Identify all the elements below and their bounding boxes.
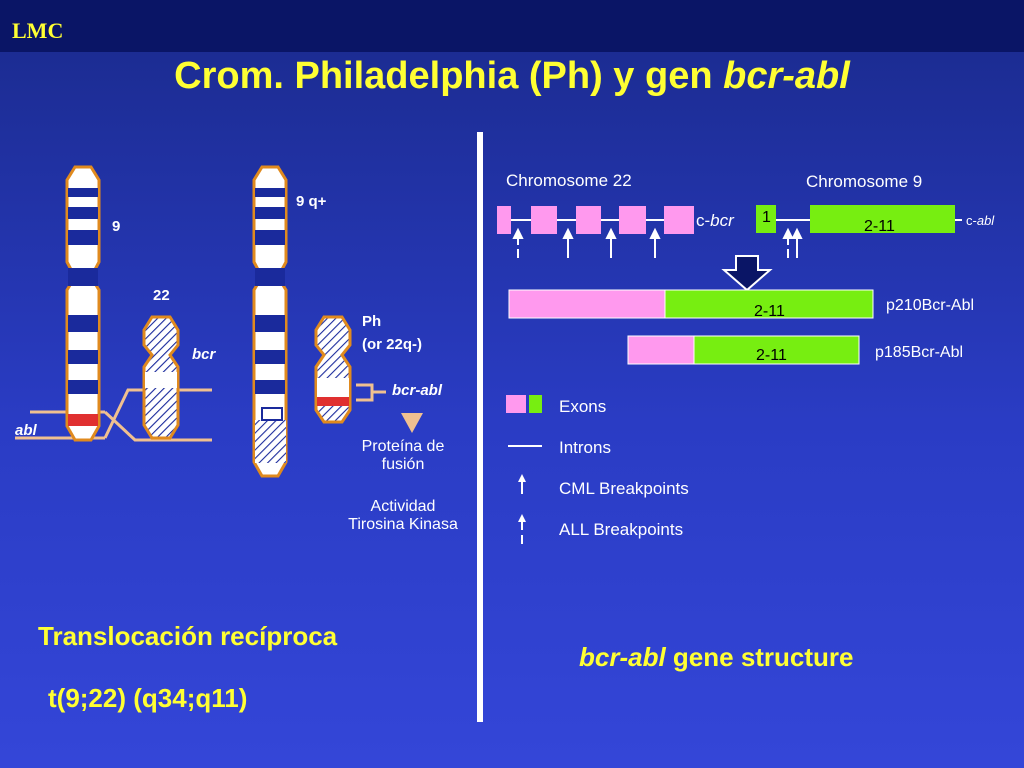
- label-ph-sub: (or 22q-): [362, 336, 422, 353]
- chromosome-9: [65, 165, 101, 442]
- section-divider: [477, 132, 483, 722]
- chromosome-22: [142, 315, 180, 440]
- label-bcr: bcr: [192, 346, 216, 363]
- legend-graphics: [506, 395, 542, 544]
- label-chr9: 9: [112, 218, 121, 235]
- p210-exons-label: 2-11: [754, 303, 785, 320]
- label-chromosome-22: Chromosome 22: [506, 171, 632, 190]
- translocation-formula: t(9;22) (q34;q11): [48, 683, 248, 713]
- exons-2-11-label: 2-11: [864, 218, 895, 235]
- transcription-arrow: [721, 255, 773, 292]
- page-title: Crom. Philadelphia (Ph) y gen bcr-abl: [174, 55, 850, 97]
- p185-transcript: [627, 335, 860, 365]
- legend-exons: Exons: [559, 397, 607, 416]
- label-p210: p210Bcr-Abl: [886, 297, 975, 314]
- label-c-abl: c-abl: [966, 213, 995, 228]
- p210-transcript: [508, 289, 874, 319]
- translocation-title: Translocación recíproca: [38, 621, 338, 651]
- exon-1-label: 1: [762, 209, 771, 226]
- label-chr22: 22: [153, 287, 170, 304]
- legend-cml: CML Breakpoints: [559, 479, 689, 498]
- label-bcr-abl: bcr-abl: [392, 382, 443, 399]
- lmc-badge: LMC: [12, 18, 64, 43]
- label-p185: p185Bcr-Abl: [875, 344, 964, 361]
- legend-all: ALL Breakpoints: [559, 520, 684, 539]
- label-c-bcr: c-bcr: [696, 211, 734, 230]
- bcr-gene-line: [497, 205, 962, 234]
- breakpoint-arrows: [512, 227, 803, 258]
- bcr-abl-bracket: [356, 383, 386, 402]
- label-ph: Ph: [362, 313, 382, 330]
- translocation-connectors: [15, 388, 212, 442]
- p185-exons-label: 2-11: [756, 347, 787, 364]
- legend-introns: Introns: [559, 438, 611, 457]
- chromosome-9q: [252, 165, 288, 478]
- label-chr9q: 9 q+: [296, 193, 327, 210]
- label-chromosome-9: Chromosome 9: [806, 172, 923, 191]
- top-bar: [0, 0, 1024, 52]
- fusion-arrow: [401, 413, 423, 433]
- label-abl: abl: [15, 422, 37, 439]
- chromosome-ph: [314, 315, 352, 424]
- gene-structure-title: bcr-abl gene structure: [579, 642, 854, 672]
